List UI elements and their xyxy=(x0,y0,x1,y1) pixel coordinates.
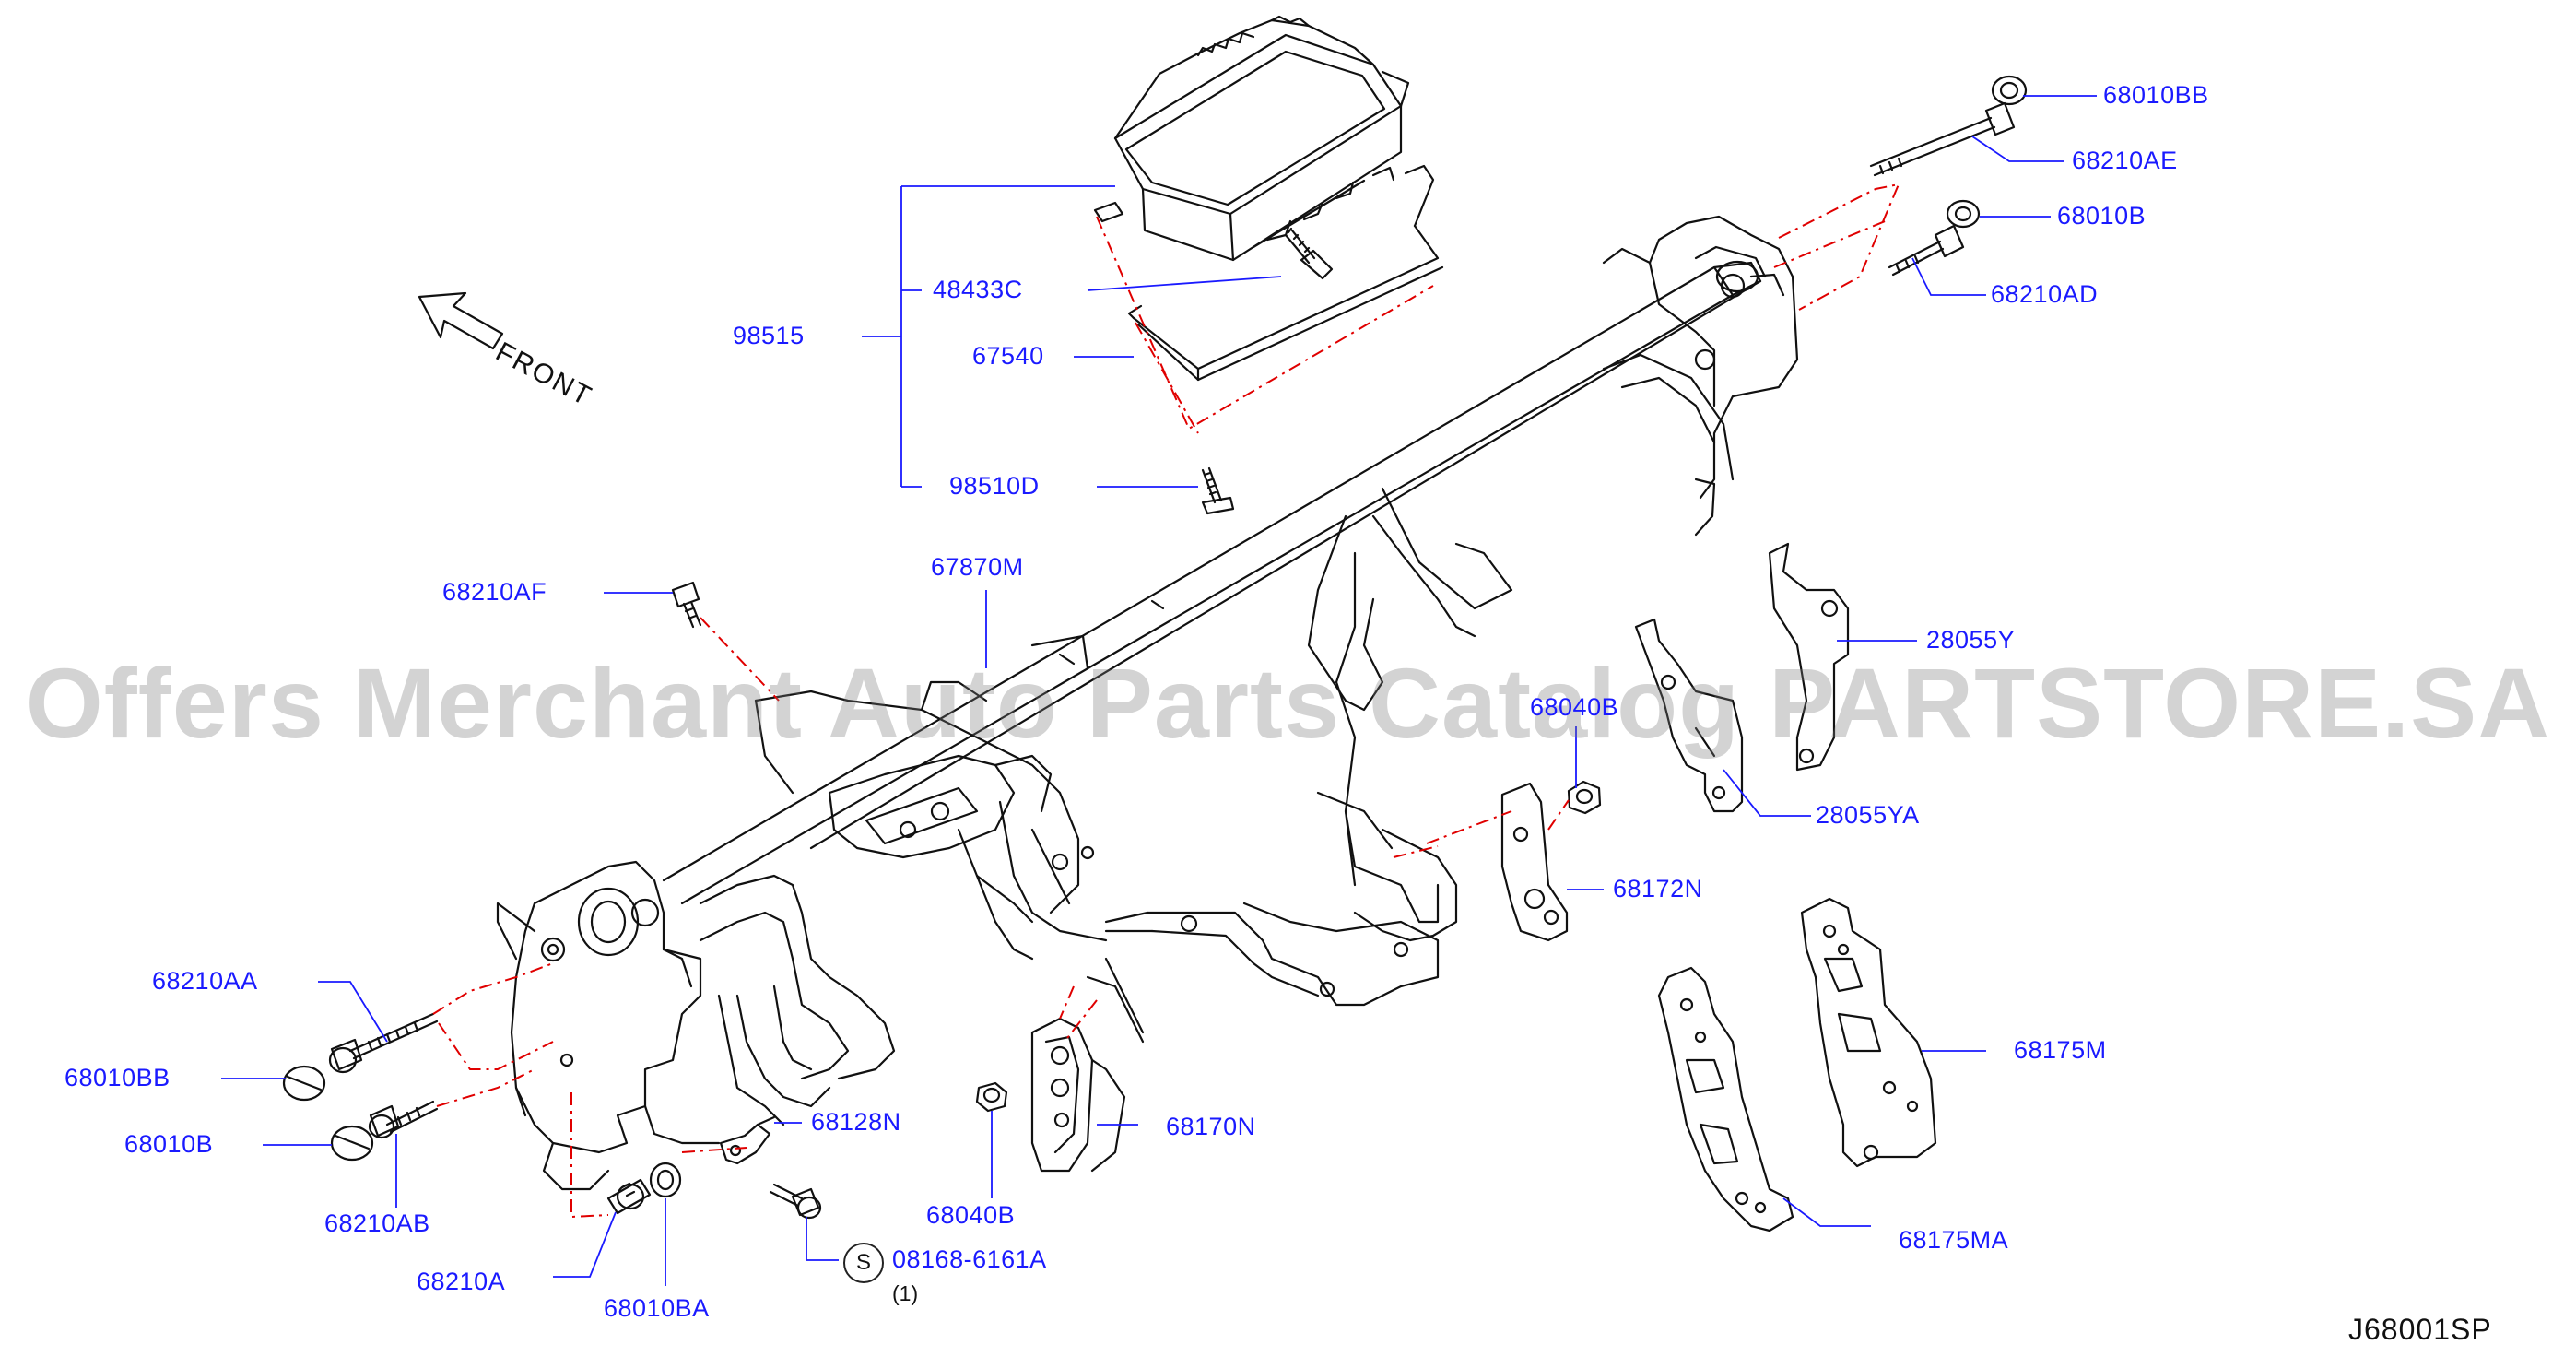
part-label-68010ba[interactable]: 68010BA xyxy=(604,1294,710,1322)
bolt-68210a-drawing xyxy=(606,1178,652,1215)
part-label-68210af[interactable]: 68210AF xyxy=(442,578,547,606)
part-label-08168-6161a[interactable]: 08168-6161A xyxy=(892,1245,1047,1273)
part-label-67540[interactable]: 67540 xyxy=(972,342,1044,370)
lower-frame-drawing xyxy=(1104,902,1440,1007)
steering-support-drawing xyxy=(754,680,1108,961)
part-label-68010bb-top[interactable]: 68010BB xyxy=(2103,81,2209,109)
diagram-code: J68001SP xyxy=(2348,1313,2492,1346)
part-label-68210ab[interactable]: 68210AB xyxy=(324,1209,430,1237)
part-label-98510d[interactable]: 98510D xyxy=(949,472,1040,500)
plate-68175m-drawing xyxy=(1800,897,1937,1168)
bracket-28055y-drawing xyxy=(1768,542,1850,772)
bolt-68210ab-drawing xyxy=(368,1100,439,1139)
part-label-68010bb-left[interactable]: 68010BB xyxy=(65,1064,171,1091)
screw-98510d-drawing xyxy=(1201,466,1235,515)
plate-68175ma-drawing xyxy=(1657,966,1794,1232)
front-arrow-icon xyxy=(418,291,504,350)
nut-68040b-top-drawing xyxy=(1567,780,1602,815)
screw-48433c-drawing xyxy=(1284,227,1334,280)
airbag-module-drawing xyxy=(1093,15,1410,262)
right-end-bracket-drawing xyxy=(1602,215,1799,537)
bracket-68128n-drawing xyxy=(719,1115,776,1165)
part-label-68128n[interactable]: 68128N xyxy=(811,1108,901,1136)
part-label-68210ad[interactable]: 68210AD xyxy=(1991,280,2099,308)
part-label-48433c[interactable]: 48433C xyxy=(933,276,1023,303)
leader-lines xyxy=(221,95,2097,1286)
part-label-68210aa[interactable]: 68210AA xyxy=(152,967,258,995)
nut-68010b-left-drawing xyxy=(330,1125,374,1162)
installation-dashed-lines xyxy=(432,183,1900,1219)
part-label-98515[interactable]: 98515 xyxy=(733,322,805,349)
watermark-text: Offers Merchant Auto Parts Catalog PARTS… xyxy=(25,647,2551,759)
part-label-68040b-top[interactable]: 68040B xyxy=(1530,693,1619,721)
part-label-68175m[interactable]: 68175M xyxy=(2014,1036,2107,1064)
left-beam-end-drawing xyxy=(699,874,896,1126)
part-label-28055ya[interactable]: 28055YA xyxy=(1816,801,1920,829)
part-label-67870m[interactable]: 67870M xyxy=(931,553,1024,581)
part-label-68172n[interactable]: 68172N xyxy=(1613,875,1703,902)
part-label-68040b[interactable]: 68040B xyxy=(926,1201,1016,1229)
part-label-28055y[interactable]: 28055Y xyxy=(1926,626,2016,654)
part-label-68170n[interactable]: 68170N xyxy=(1166,1113,1256,1140)
nut-68040b-drawing xyxy=(975,1081,1008,1113)
bolt-08168-drawing xyxy=(769,1183,822,1220)
left-side-bracket-drawing xyxy=(496,860,721,1191)
part-label-68010b-left[interactable]: 68010B xyxy=(124,1130,214,1158)
part-label-68210a[interactable]: 68210A xyxy=(417,1268,506,1295)
bolt-68210af-drawing xyxy=(671,581,702,629)
bracket-68172n-drawing xyxy=(1500,782,1569,942)
bolt-68210ad-drawing xyxy=(1888,199,1981,277)
part-label-68175ma[interactable]: 68175MA xyxy=(1899,1226,2009,1254)
bolt-68210ae-drawing xyxy=(1869,75,2028,177)
bolt-68210aa-drawing xyxy=(328,1012,439,1074)
nut-68010bb-left-drawing xyxy=(282,1065,326,1102)
standard-part-symbol: S xyxy=(843,1243,884,1283)
part-label-68210ae[interactable]: 68210AE xyxy=(2072,147,2178,174)
center-stay-drawing xyxy=(1307,487,1513,942)
nut-68010ba-drawing xyxy=(649,1162,682,1198)
quantity-note: (1) xyxy=(892,1281,919,1305)
part-label-68010b-top[interactable]: 68010B xyxy=(2057,202,2147,230)
bracket-28055ya-drawing xyxy=(1634,618,1744,813)
bracket-68170n-drawing xyxy=(1030,957,1145,1173)
